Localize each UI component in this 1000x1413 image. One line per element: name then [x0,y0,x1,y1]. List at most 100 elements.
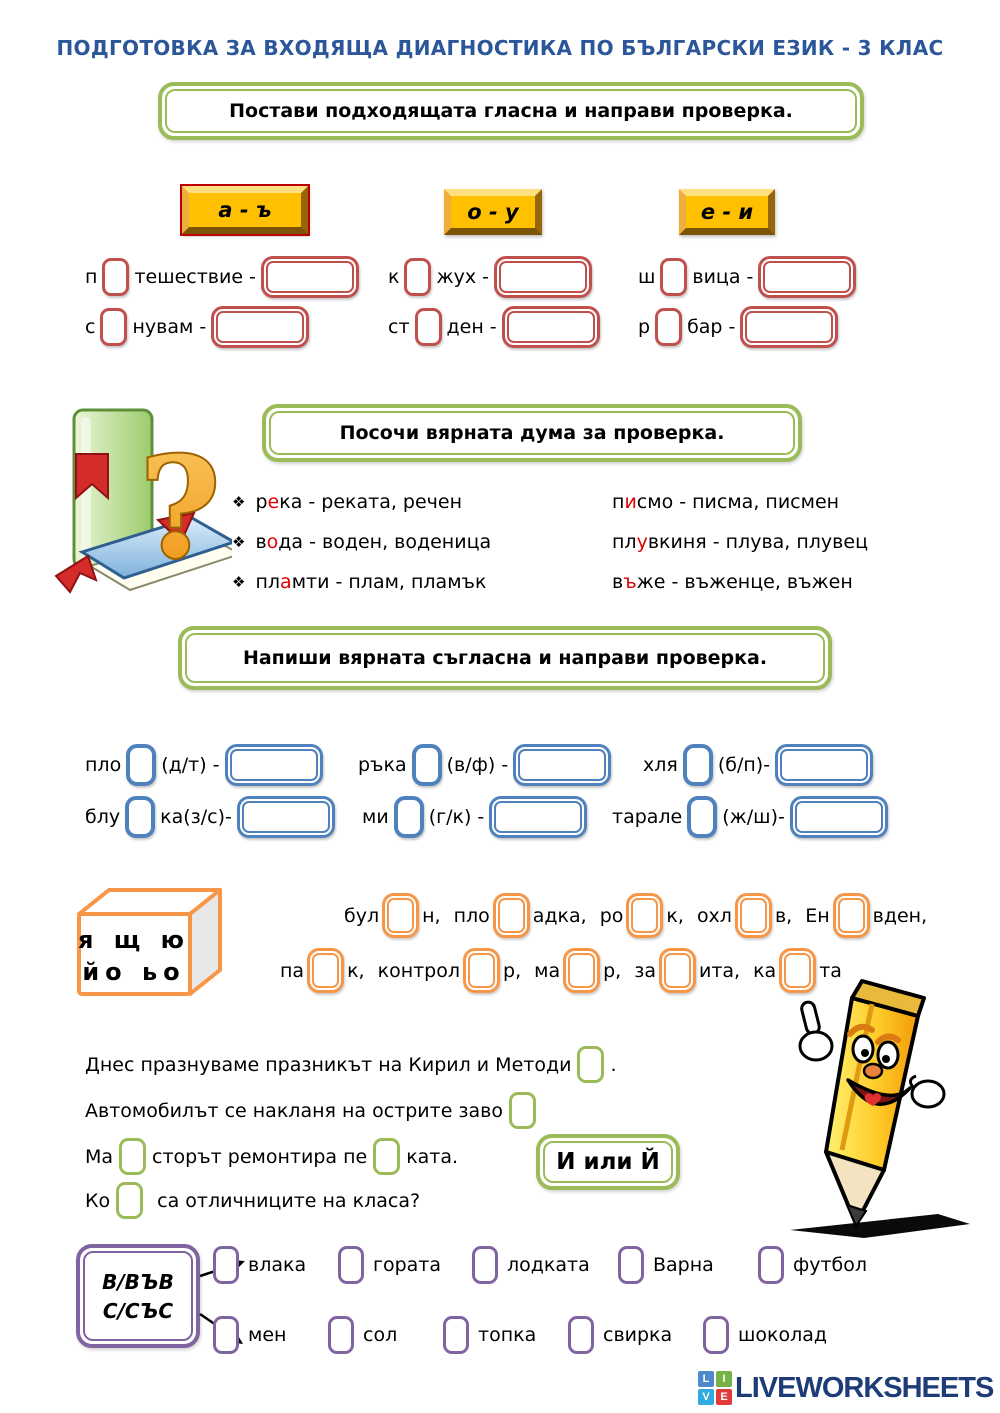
vowel-pair-button-1: а - ъ [182,186,308,234]
word-checkbox[interactable] [472,1246,498,1284]
word-fragment: вден, [872,904,928,927]
check-word-item: ❖ вода - воден, воденица [232,522,491,562]
letter-input[interactable] [126,744,157,786]
check-words-left-column: ❖ река - реката, речен ❖ вода - воден, в… [232,482,491,602]
checkbox-label: влака [248,1254,307,1276]
word-fragment: пло [85,754,122,776]
word-fragment: (д/т) - [161,754,220,776]
word-checkbox[interactable] [328,1316,354,1354]
word-checkbox[interactable] [618,1246,644,1284]
letter-input[interactable] [125,796,156,838]
letter-input[interactable] [734,893,772,938]
letter-input[interactable] [660,258,688,296]
word-fragment: ден - [446,316,497,338]
word-fragment: р [638,316,651,338]
word-fragment: ка(з/с)- [160,806,232,828]
letter-input[interactable] [373,1138,401,1175]
letter-input[interactable] [414,308,442,346]
letter-input[interactable] [492,893,530,938]
checkbox-label: сол [363,1324,398,1346]
diamond-bullet-icon: ❖ [232,573,246,591]
special-item: па к, [280,948,365,993]
letter-input[interactable] [832,893,870,938]
instruction-box-consonants: Напиши вярната съгласна и направи провер… [178,626,832,690]
answer-input[interactable] [501,306,600,348]
letter-input[interactable] [687,796,718,838]
consonant-item: ръка (в/ф) - [358,744,612,786]
check-word-text: вода - воден, воденица [255,531,492,553]
word-fragment: р, [603,959,622,982]
word-checkbox[interactable] [703,1316,729,1354]
word-checkbox[interactable] [213,1316,239,1354]
letter-input[interactable] [658,948,696,993]
answer-input[interactable] [224,744,323,786]
word-fragment: пло [453,904,490,927]
vowel-item: ст ден - [388,306,600,348]
answer-input[interactable] [494,256,592,298]
word-fragment: (б/п)- [717,754,771,776]
answer-input[interactable] [489,796,588,838]
instruction-box-check-word: Посочи вярната дума за проверка. [262,404,802,462]
preposition-option: С/СЪС [102,1298,174,1323]
letter-input[interactable] [100,308,128,346]
checkbox-word: топка [443,1316,536,1354]
word-fragment: тарале [612,806,683,828]
answer-input[interactable] [211,306,310,348]
letter-input[interactable] [655,308,683,346]
vowel-item: п тешествие - [85,256,359,298]
letter-input[interactable] [463,948,501,993]
special-item: Ен вден, [805,893,927,938]
word-checkbox[interactable] [338,1246,364,1284]
letter-input[interactable] [116,1182,144,1219]
letter-input[interactable] [626,893,664,938]
letter-input[interactable] [119,1138,147,1175]
word-fragment: (в/ф) - [446,754,509,776]
letter-input[interactable] [509,1092,536,1129]
letter-input[interactable] [563,948,601,993]
word-fragment: с [85,316,96,338]
word-fragment: та [819,959,842,982]
checkbox-word: сол [328,1316,397,1354]
letter-input[interactable] [393,796,424,838]
word-fragment: ро [599,904,624,927]
word-fragment: нувам - [132,316,207,338]
letter-input[interactable] [404,258,432,296]
letter-input[interactable] [411,744,442,786]
word-checkbox[interactable] [213,1246,239,1284]
word-fragment: ръка [358,754,407,776]
word-fragment: Ен [805,904,830,927]
word-checkbox[interactable] [758,1246,784,1284]
word-checkbox[interactable] [568,1316,594,1354]
word-fragment: р, [503,959,522,982]
word-checkbox[interactable] [443,1316,469,1354]
answer-input[interactable] [740,306,839,348]
diamond-bullet-icon: ❖ [232,493,246,511]
liveworksheets-logo: L I V E LIVEWORKSHEETS [698,1371,994,1405]
answer-input[interactable] [775,744,874,786]
preposition-option: В/ВЪВ [102,1269,174,1294]
word-fragment: в, [774,904,793,927]
answer-input[interactable] [260,256,359,298]
consonant-item: тарале (ж/ш)- [612,796,888,838]
vowel-pair-label: о - у [467,200,519,224]
check-word-text: въже - въженце, въжен [612,571,853,593]
word-fragment: к [388,266,400,288]
letter-input[interactable] [682,744,713,786]
special-item: контрол р, [378,948,522,993]
letter-input[interactable] [577,1046,605,1083]
answer-input[interactable] [789,796,888,838]
vowel-pair-label: а - ъ [218,198,272,222]
answer-input[interactable] [236,796,335,838]
instruction-text: Постави подходящата гласна и направи про… [165,89,857,133]
letter-input[interactable] [382,893,420,938]
letter-input[interactable] [102,258,130,296]
consonant-item: хля (б/п)- [643,744,874,786]
special-item: охл в, [697,893,792,938]
consonant-item: блу ка(з/с)- [85,796,335,838]
letter-input[interactable] [307,948,345,993]
letter-input[interactable] [779,948,817,993]
svg-text:?: ? [140,426,221,589]
answer-input[interactable] [513,744,612,786]
checkbox-label: гората [373,1254,442,1276]
answer-input[interactable] [758,256,857,298]
